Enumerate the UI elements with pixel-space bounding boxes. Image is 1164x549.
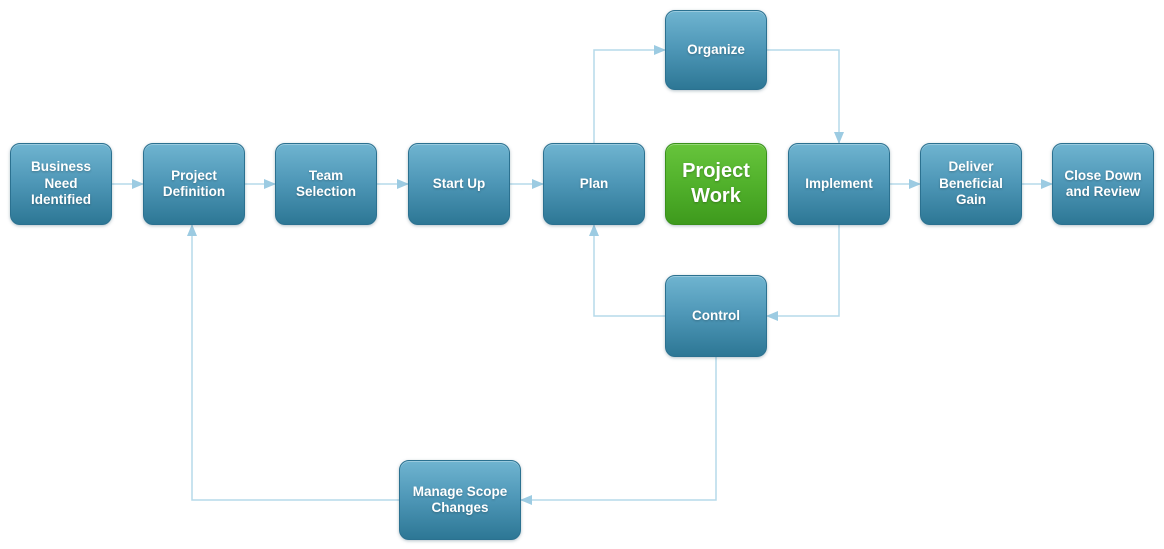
- node-team-selection[interactable]: Team Selection: [275, 143, 377, 225]
- node-label: Close Down and Review: [1064, 167, 1142, 199]
- node-implement[interactable]: Implement: [788, 143, 890, 225]
- node-label: Project Work: [682, 160, 750, 207]
- connector-control-to-plan: [589, 224, 665, 317]
- node-label: Control: [692, 307, 740, 323]
- node-label: Business Need Identified: [30, 159, 92, 208]
- node-label: Plan: [579, 175, 609, 191]
- node-deliver-beneficial-gain[interactable]: Deliver Beneficial Gain: [920, 143, 1022, 225]
- node-label: Implement: [805, 175, 873, 191]
- connector-plan-to-organize: [593, 45, 666, 143]
- node-close-down-and-review[interactable]: Close Down and Review: [1052, 143, 1154, 225]
- node-control[interactable]: Control: [665, 275, 767, 357]
- node-project-definition[interactable]: Project Definition: [143, 143, 245, 225]
- node-organize[interactable]: Organize: [665, 10, 767, 90]
- node-label: Team Selection: [295, 167, 357, 199]
- node-label: Deliver Beneficial Gain: [939, 159, 1003, 208]
- connector-implement-to-control: [766, 225, 840, 321]
- node-business-need-identified[interactable]: Business Need Identified: [10, 143, 112, 225]
- node-label: Manage Scope Changes: [412, 483, 508, 515]
- connector-control-to-manage-scope-changes: [520, 357, 717, 505]
- node-label: Start Up: [432, 175, 486, 191]
- connector-manage-scope-changes-to-project-definition: [187, 224, 399, 501]
- node-project-work[interactable]: Project Work: [665, 143, 767, 225]
- node-label: Project Definition: [162, 167, 226, 199]
- node-plan[interactable]: Plan: [543, 143, 645, 225]
- connector-organize-to-implement: [767, 49, 844, 144]
- node-start-up[interactable]: Start Up: [408, 143, 510, 225]
- node-manage-scope-changes[interactable]: Manage Scope Changes: [399, 460, 521, 540]
- node-label: Organize: [687, 41, 745, 57]
